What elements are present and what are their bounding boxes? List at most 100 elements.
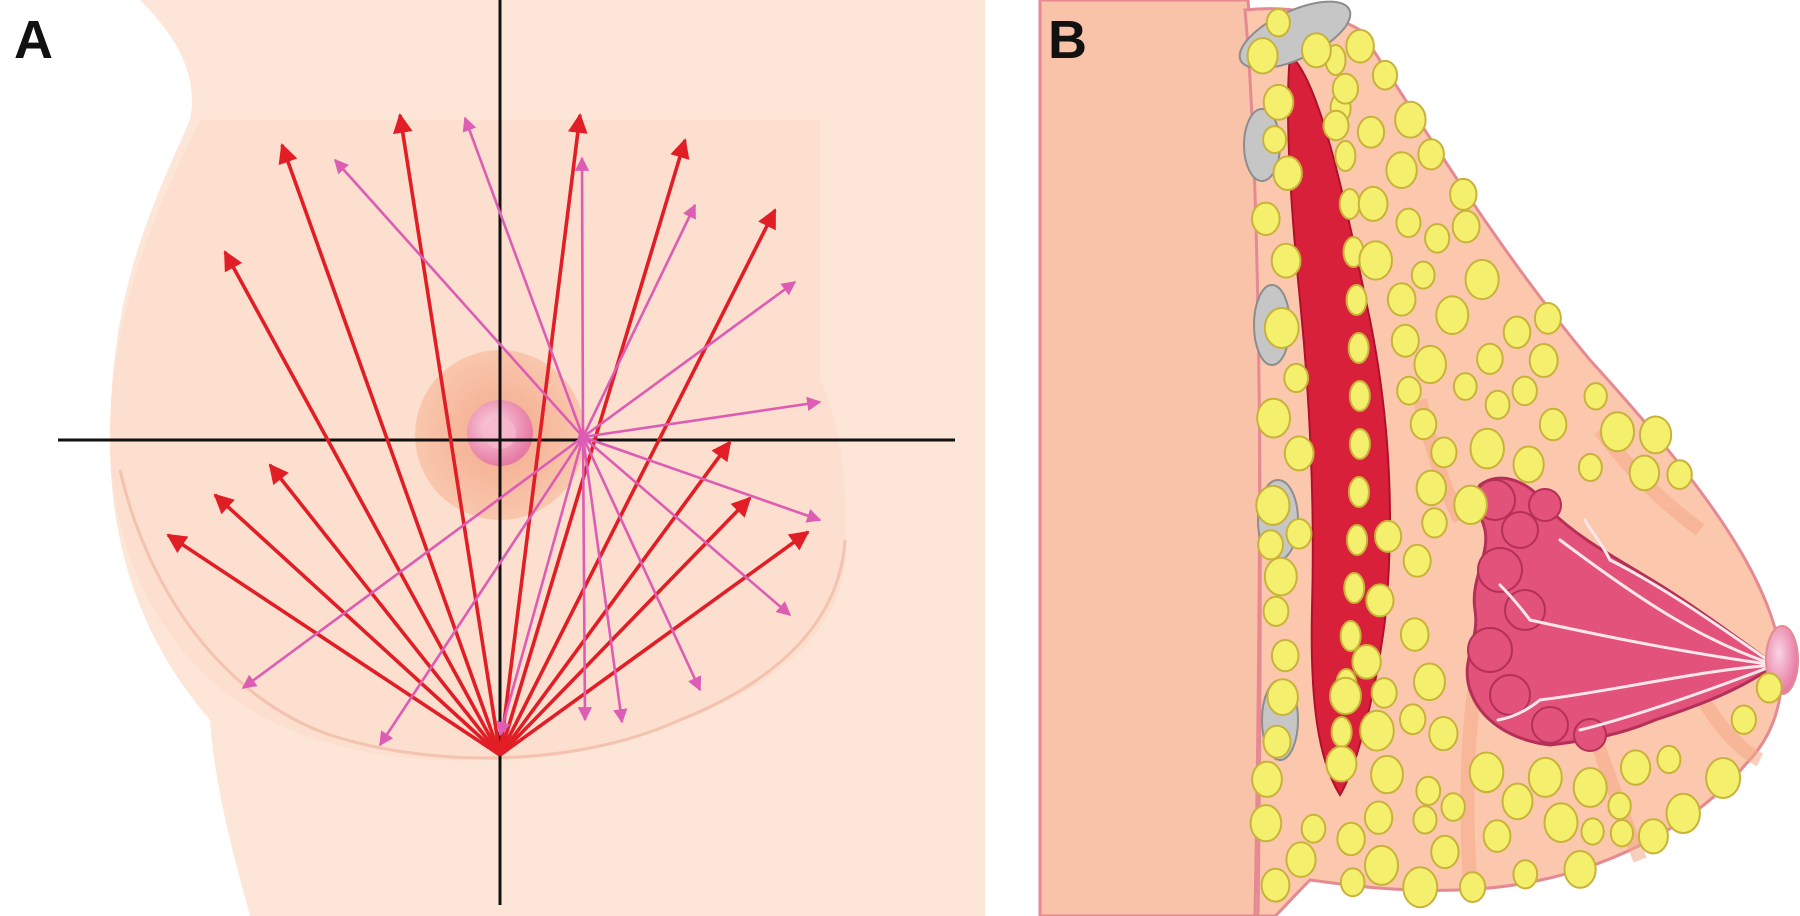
fat-lobule: [1285, 518, 1313, 550]
periareolar-arrow: [582, 396, 822, 439]
gland-lobe: [1531, 706, 1569, 744]
fat-lobule: [1270, 242, 1302, 279]
fat-lobule: [1409, 408, 1438, 441]
fat-lobule: [1639, 415, 1673, 455]
fat-lobule: [1583, 382, 1608, 411]
fat-lobule: [1263, 556, 1298, 597]
fat-lobule: [1260, 867, 1291, 903]
fat-lobule: [1410, 260, 1436, 290]
fat-lobule: [1412, 805, 1438, 835]
radial-arrow: [223, 250, 502, 756]
fat-lobule: [1402, 866, 1439, 909]
fat-lobule: [1272, 155, 1303, 191]
radial-arrow: [498, 440, 732, 757]
fat-lobule: [1283, 435, 1315, 472]
fat-lobule: [1330, 716, 1353, 748]
panel-label-a: A: [14, 10, 53, 70]
fat-lobule: [1347, 332, 1370, 364]
fat-lobule: [1395, 207, 1422, 239]
fat-lobule: [1417, 138, 1445, 171]
fat-lobule: [1390, 323, 1420, 358]
fat-lobule: [1346, 524, 1369, 556]
milk-ducts: [1496, 518, 1777, 732]
fat-lobule: [1386, 282, 1417, 317]
fat-lobule: [1543, 802, 1579, 843]
periareolar-arrow: [574, 156, 590, 438]
fat-lobule: [1345, 284, 1368, 316]
fat-lobule: [1469, 427, 1505, 470]
periareolar-arrow: [378, 436, 585, 747]
periareolar-arrow: [582, 436, 792, 616]
fat-lobule: [1301, 32, 1332, 69]
radial-arrow: [498, 138, 690, 756]
periareolar-arrow: [496, 436, 585, 737]
fat-lobule: [1435, 295, 1470, 336]
fat-lobule: [1262, 83, 1295, 121]
fat-lobule: [1285, 841, 1317, 878]
fat-lobule: [1415, 775, 1442, 807]
fat-lobule: [1345, 28, 1375, 64]
fat-lobule: [1266, 678, 1299, 716]
fat-lobule: [1572, 767, 1608, 808]
fat-lobule: [1705, 757, 1742, 799]
fat-lobule: [1358, 240, 1393, 281]
fat-lobule: [1363, 800, 1394, 835]
fat-lobule: [1348, 380, 1371, 412]
fat-lobule: [1249, 804, 1283, 843]
arrow-origin-dot: [578, 432, 588, 442]
fat-lobule: [1283, 362, 1310, 394]
fat-lobule: [1459, 871, 1487, 903]
periareolar-arrows: [241, 116, 822, 747]
fat-lobule: [1512, 859, 1539, 890]
fat-lobule: [1370, 754, 1404, 795]
chest-wall: [1038, 0, 1262, 916]
fat-lobule: [1399, 617, 1430, 652]
fat-lobule: [1402, 543, 1432, 578]
fat-lobule: [1262, 125, 1288, 155]
fat-lobule: [1339, 620, 1362, 652]
fat-lobule: [1511, 375, 1538, 407]
fat-lobule: [1331, 72, 1360, 105]
gland-lobe: [1477, 547, 1523, 593]
fat-lobule: [1482, 819, 1512, 853]
panel-b: B: [1035, 0, 1800, 916]
periareolar-arrow: [577, 436, 593, 722]
fat-lobule: [1620, 749, 1652, 786]
fat-lobule: [1464, 258, 1500, 301]
fat-lobule: [1755, 672, 1783, 704]
radial-arrow: [268, 463, 502, 757]
fat-lobule: [1512, 445, 1545, 484]
fat-lobule: [1580, 817, 1605, 846]
gland-lobe: [1573, 718, 1607, 752]
fat-lobule: [1449, 177, 1478, 211]
fat-lobule: [1501, 782, 1534, 821]
radial-arrow: [498, 113, 588, 756]
fat-lobule: [1476, 342, 1504, 375]
radial-arrow: [498, 530, 810, 757]
fat-lobule: [1666, 459, 1693, 491]
periareolar-arrow: [581, 436, 628, 724]
fat-lobule: [1538, 407, 1568, 442]
fat-lobule: [1334, 140, 1357, 172]
fat-lobule: [1413, 344, 1447, 385]
radial-arrow: [498, 496, 752, 757]
radial-arrow: [213, 493, 502, 757]
fat-lobule: [1484, 389, 1511, 420]
fat-lobule: [1502, 315, 1532, 349]
fat-lobules: [1246, 8, 1783, 909]
fat-lobule: [1637, 818, 1669, 855]
fat-lobule: [1451, 209, 1481, 244]
fat-lobule: [1424, 223, 1451, 254]
fat-lobule: [1370, 677, 1398, 709]
fat-lobule: [1374, 519, 1403, 553]
gland-lobe: [1467, 627, 1513, 673]
glandular-tissue: [1465, 476, 1778, 747]
fat-lobule: [1265, 8, 1291, 38]
fat-lobule: [1251, 201, 1281, 237]
fat-lobule: [1396, 375, 1422, 406]
fat-lobule: [1421, 507, 1448, 539]
fat-lobule: [1365, 583, 1395, 618]
radial-arrow: [166, 533, 501, 757]
radial-arrow: [278, 143, 502, 756]
